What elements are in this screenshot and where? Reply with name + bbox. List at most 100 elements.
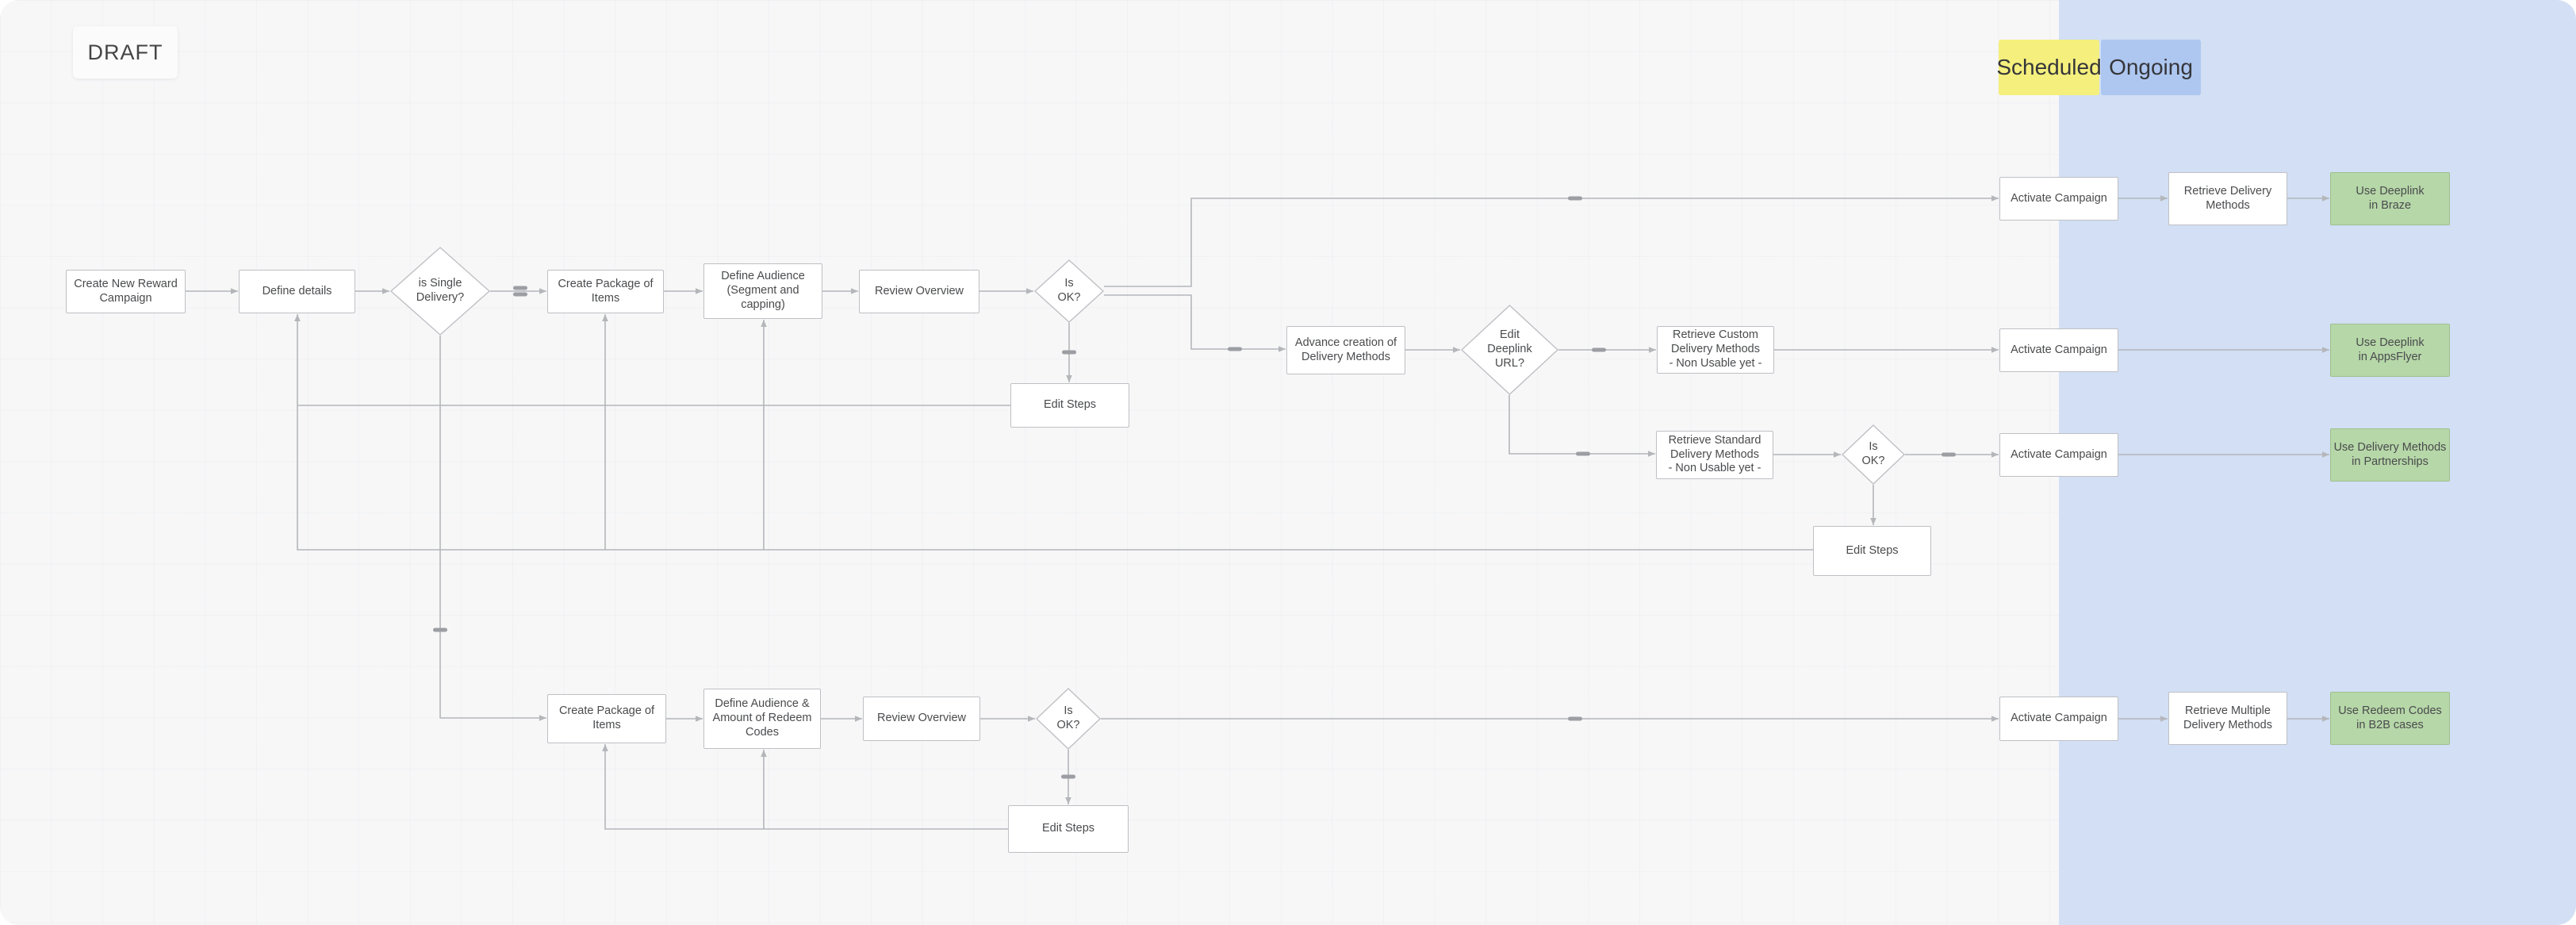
- edge-tick-marker: [1576, 451, 1590, 456]
- arrowhead-icon: [294, 314, 301, 321]
- arrowhead-icon: [602, 744, 608, 751]
- arrowhead-icon: [539, 715, 546, 721]
- node-is-ok-mid-decision[interactable]: Is OK?: [1842, 424, 1905, 485]
- node-activate-campaign-b2b[interactable]: Activate Campaign: [1999, 697, 2118, 741]
- node-label: Use Deeplink in AppsFlyer: [2356, 336, 2425, 363]
- arrowhead-icon: [1870, 518, 1876, 525]
- node-label: Advance creation of Delivery Methods: [1294, 336, 1397, 363]
- node-create-package-top[interactable]: Create Package of Items: [547, 270, 664, 313]
- arrowhead-icon: [231, 288, 238, 294]
- connector: [1104, 294, 1286, 350]
- node-label: Is OK?: [1057, 277, 1081, 304]
- node-activate-campaign-partnerships[interactable]: Activate Campaign: [1999, 433, 2118, 477]
- node-retrieve-delivery[interactable]: Retrieve Delivery Methods: [2168, 172, 2287, 225]
- connector: [1508, 395, 1655, 455]
- node-use-deeplink-braze[interactable]: Use Deeplink in Braze: [2330, 172, 2450, 225]
- node-label: Use Redeem Codes in B2B cases: [2338, 704, 2442, 731]
- node-label: Define Audience & Amount of Redeem Codes: [712, 697, 812, 739]
- connector: [297, 314, 1813, 551]
- node-advance-creation[interactable]: Advance creation of Delivery Methods: [1286, 326, 1405, 374]
- ongoing-label[interactable]: Ongoing: [2101, 40, 2201, 95]
- node-label: Edit Steps: [1846, 543, 1899, 557]
- node-retrieve-custom[interactable]: Retrieve Custom Delivery Methods - Non U…: [1657, 326, 1774, 374]
- node-edit-steps-mid[interactable]: Edit Steps: [1813, 526, 1931, 576]
- arrowhead-icon: [855, 716, 862, 722]
- arrowhead-icon: [1649, 347, 1656, 353]
- node-review-overview-bottom[interactable]: Review Overview: [863, 697, 980, 741]
- node-label: Define Audience (Segment and capping): [721, 270, 805, 311]
- node-label: Retrieve Custom Delivery Methods - Non U…: [1669, 328, 1762, 370]
- node-activate-campaign-braze[interactable]: Activate Campaign: [1999, 177, 2118, 221]
- node-review-overview-top[interactable]: Review Overview: [859, 270, 979, 313]
- node-label: Create Package of Items: [558, 277, 654, 305]
- arrowhead-icon: [539, 288, 546, 294]
- node-label: Activate Campaign: [2011, 191, 2107, 205]
- diamond-shape: [1034, 259, 1104, 323]
- node-single-delivery-decision[interactable]: is Single Delivery?: [390, 247, 490, 336]
- arrowhead-icon: [1648, 451, 1655, 457]
- edge-tick-marker: [1592, 347, 1606, 352]
- node-label: Is OK?: [1056, 704, 1080, 731]
- diamond-shape: [1461, 305, 1558, 395]
- edge-tick-marker: [1061, 774, 1075, 779]
- node-use-delivery-partnerships[interactable]: Use Delivery Methods in Partnerships: [2330, 428, 2450, 482]
- arrowhead-icon: [1278, 346, 1286, 352]
- node-retrieve-multiple[interactable]: Retrieve Multiple Delivery Methods: [2168, 692, 2287, 745]
- node-label: Activate Campaign: [2011, 343, 2107, 356]
- connector: [604, 744, 1008, 830]
- node-define-audience-top[interactable]: Define Audience (Segment and capping): [703, 263, 822, 319]
- node-label: is Single Delivery?: [416, 277, 465, 304]
- arrowhead-icon: [1028, 716, 1035, 722]
- node-is-ok-bottom-decision[interactable]: Is OK?: [1036, 688, 1101, 750]
- edge-tick-marker: [1062, 350, 1076, 355]
- node-activate-campaign-appsflyer[interactable]: Activate Campaign: [1999, 328, 2118, 372]
- node-label: Use Deeplink in Braze: [2356, 184, 2425, 212]
- ongoing-region: [2059, 0, 2576, 925]
- arrowhead-icon: [1026, 288, 1033, 294]
- node-label: Edit Steps: [1043, 398, 1097, 412]
- node-label: Retrieve Standard Delivery Methods - Non…: [1668, 433, 1761, 475]
- arrowhead-icon: [382, 288, 389, 294]
- node-define-audience-bottom[interactable]: Define Audience & Amount of Redeem Codes: [703, 689, 821, 749]
- draft-label[interactable]: DRAFT: [73, 26, 178, 79]
- node-is-ok-top-decision[interactable]: Is OK?: [1034, 259, 1104, 323]
- node-use-deeplink-appsflyer[interactable]: Use Deeplink in AppsFlyer: [2330, 324, 2450, 377]
- node-label: Edit Steps: [1041, 822, 1095, 835]
- node-label: Retrieve Delivery Methods: [2183, 184, 2272, 212]
- edge-tick-marker: [1568, 716, 1582, 721]
- diamond-shape: [390, 247, 490, 336]
- node-retrieve-standard[interactable]: Retrieve Standard Delivery Methods - Non…: [1656, 431, 1773, 479]
- node-label: Activate Campaign: [2011, 447, 2107, 461]
- node-label: Retrieve Multiple Delivery Methods: [2183, 704, 2272, 731]
- connector: [1104, 198, 1999, 287]
- arrowhead-icon: [1834, 451, 1841, 458]
- edge-tick-marker: [513, 292, 527, 297]
- node-edit-steps-bottom[interactable]: Edit Steps: [1008, 805, 1129, 853]
- node-label: Use Delivery Methods in Partnerships: [2333, 440, 2447, 468]
- arrowhead-icon: [696, 716, 703, 722]
- node-edit-deeplink-decision[interactable]: Edit Deeplink URL?: [1461, 305, 1558, 395]
- node-define-details[interactable]: Define details: [239, 270, 355, 313]
- arrowhead-icon: [1991, 347, 1999, 353]
- arrowhead-icon: [1991, 716, 1999, 722]
- node-use-redeem-b2b[interactable]: Use Redeem Codes in B2B cases: [2330, 692, 2450, 745]
- scheduled-label[interactable]: Scheduled: [1996, 40, 2102, 95]
- arrowhead-icon: [1991, 451, 1999, 458]
- diamond-shape: [1036, 688, 1101, 750]
- arrowhead-icon: [851, 288, 858, 294]
- edge-tick-marker: [433, 628, 447, 632]
- arrowhead-icon: [1066, 375, 1072, 382]
- edge-tick-marker: [1568, 196, 1582, 201]
- diamond-shape: [1842, 424, 1905, 485]
- arrowhead-icon: [1453, 347, 1460, 353]
- node-create-campaign[interactable]: Create New Reward Campaign: [66, 270, 186, 313]
- node-label: Edit Deeplink URL?: [1487, 328, 1532, 370]
- arrowhead-icon: [1991, 195, 1999, 202]
- node-edit-steps-top[interactable]: Edit Steps: [1010, 383, 1129, 428]
- edge-tick-marker: [1228, 347, 1242, 351]
- arrowhead-icon: [761, 750, 767, 757]
- node-create-package-bottom[interactable]: Create Package of Items: [547, 694, 666, 743]
- arrowhead-icon: [761, 320, 767, 327]
- node-label: Is OK?: [1861, 440, 1885, 467]
